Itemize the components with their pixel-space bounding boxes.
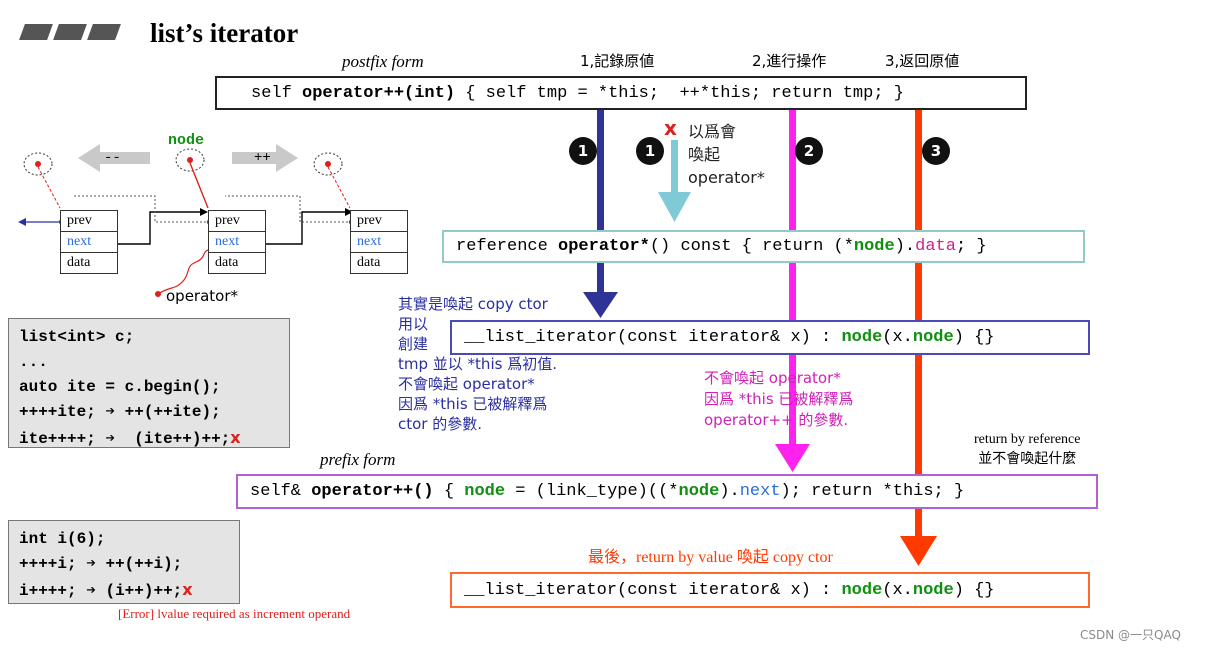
error-message: [Error] lvalue required as increment ope… <box>118 606 351 621</box>
postfix-form-label: postfix form <box>342 52 424 71</box>
copy-ctor-code-2: __list_iterator(const iterator& x) : nod… <box>450 572 1090 608</box>
arrow-2-head <box>775 444 810 472</box>
prefix-operator-code: self& operator++() { node = (link_type)(… <box>236 474 1098 509</box>
csdn-watermark: CSDN @一只QAQ <box>1080 628 1181 642</box>
close-x-icon: x <box>230 428 241 447</box>
return-by-value-note: 最後，return by value 喚起 copy ctor <box>588 549 833 566</box>
operator-star-label: operator* <box>166 287 239 305</box>
step-badge-2: 2 <box>795 137 823 165</box>
step2-label: 2,進行操作 <box>752 52 827 70</box>
step3-label: 3,返回原値 <box>885 52 960 70</box>
no-deref-note: 不會喚起 operator* 因爲 *this 已被解釋爲 operator++… <box>704 369 854 429</box>
copy-ctor-note: 其實是喚起 copy ctor 用以 創建 tmp 並以 *this 爲初值. … <box>398 295 557 433</box>
prefix-form-label: prefix form <box>320 450 396 469</box>
close-x-icon: x <box>664 116 677 140</box>
list-node-2: prev next data <box>208 210 266 274</box>
step-badge-1: 1 <box>569 137 597 165</box>
node-label: node <box>168 132 205 149</box>
postfix-operator-code: self operator++(int) { self tmp = *this;… <box>215 76 1027 110</box>
step-badge-3: 3 <box>922 137 950 165</box>
arrow-right-icon: ➔ <box>105 403 116 421</box>
arrow-1-head <box>583 292 618 318</box>
step1-label: 1,記錄原値 <box>580 52 655 70</box>
arrow-2-shaft <box>789 108 796 448</box>
list-iterator-example: list<int> c; ... auto ite = c.begin(); +… <box>8 318 290 448</box>
cloud-icon <box>23 148 343 176</box>
int-increment-example: int i(6); ++++i; ➔ ++(++i); i++++; ➔ (i+… <box>8 520 240 604</box>
arrow-1-shaft <box>597 108 604 296</box>
arrow-3-head <box>900 536 937 566</box>
arrow-1b-shaft <box>671 140 678 196</box>
page-title: list’s iterator <box>150 18 299 48</box>
nav-prev-label: -- <box>104 150 121 166</box>
arrow-1b-head <box>658 192 691 222</box>
dereference-operator-code: reference operator*() const { return (*n… <box>442 230 1085 263</box>
copy-ctor-code-1: __list_iterator(const iterator& x) : nod… <box>450 320 1090 355</box>
list-node-3: prev next data <box>350 210 408 274</box>
arrow-right-icon: ➔ <box>86 582 96 600</box>
close-x-icon: x <box>182 580 193 599</box>
step-badge-1b: 1 <box>636 137 664 165</box>
return-by-reference-note: return by reference 並不會喚起什麼 <box>974 432 1081 467</box>
arrow-right-icon: ➔ <box>86 555 96 573</box>
x-note: 以爲會 喚起 operator* <box>688 122 765 187</box>
nav-next-label: ++ <box>254 150 271 166</box>
list-node-1: prev next data <box>60 210 118 274</box>
arrow-right-icon: ➔ <box>105 430 116 448</box>
